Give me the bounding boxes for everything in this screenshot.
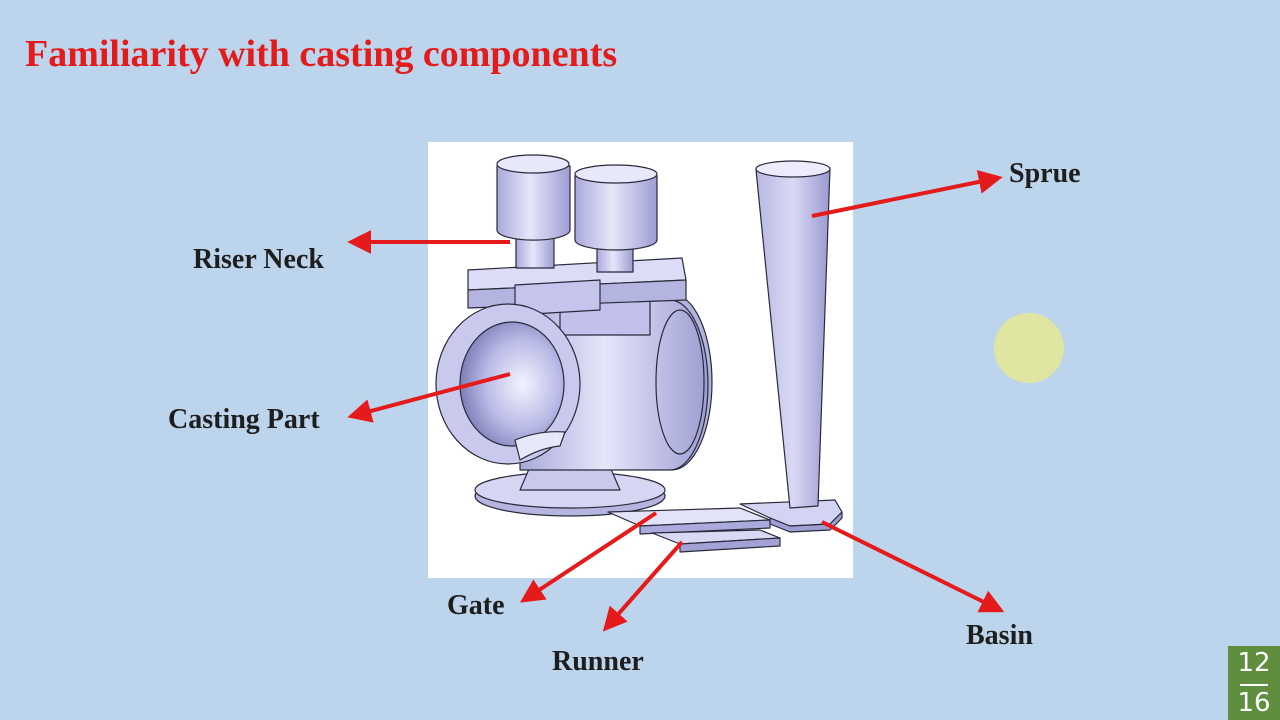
label-runner: Runner bbox=[552, 646, 644, 677]
page-current: 12 bbox=[1237, 648, 1271, 678]
arrow-runner bbox=[602, 540, 684, 632]
arrow-casting-part bbox=[347, 372, 511, 423]
casting-model bbox=[435, 154, 843, 553]
label-gate: Gate bbox=[447, 590, 505, 621]
pointer-arrows bbox=[347, 170, 1005, 632]
slide-title: Familiarity with casting components bbox=[25, 33, 618, 75]
page-divider bbox=[1240, 684, 1268, 686]
label-sprue: Sprue bbox=[1009, 158, 1081, 189]
label-riser-neck: Riser Neck bbox=[193, 244, 324, 275]
arrow-basin bbox=[821, 520, 1005, 613]
laser-pointer-dot bbox=[994, 313, 1064, 383]
label-basin: Basin bbox=[966, 620, 1033, 651]
label-casting-part: Casting Part bbox=[168, 404, 320, 435]
arrow-gate bbox=[519, 511, 658, 603]
page-counter: 12 16 bbox=[1228, 646, 1280, 720]
arrow-sprue bbox=[811, 170, 1003, 218]
page-total: 16 bbox=[1237, 688, 1271, 718]
